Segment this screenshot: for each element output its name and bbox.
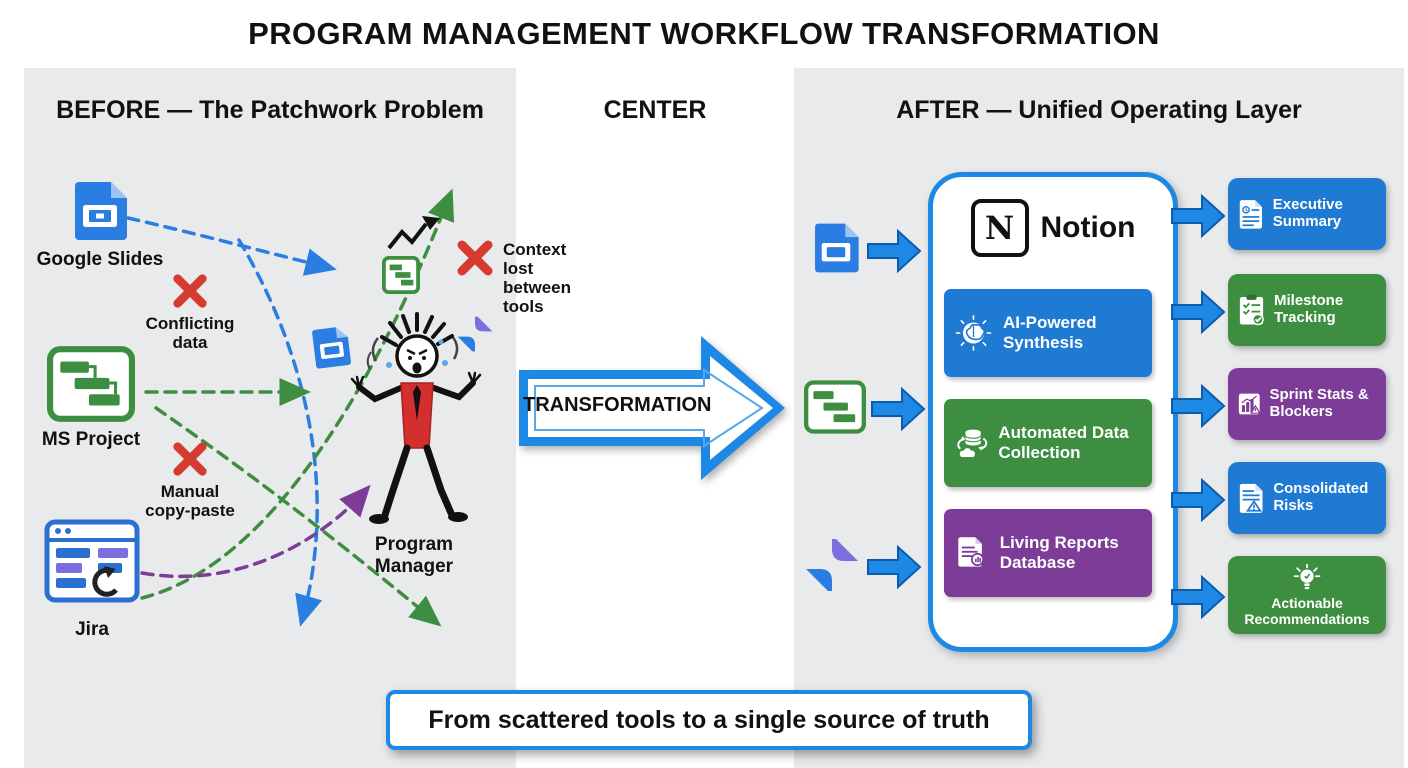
mini-jira-icon bbox=[457, 316, 493, 352]
problem-context-lost: Context lost between tools bbox=[455, 238, 598, 316]
notion-header: N Notion bbox=[933, 199, 1173, 257]
mini-slides-icon bbox=[312, 327, 351, 369]
output-actionable-recommendations: Actionable Recommendations bbox=[1228, 556, 1386, 634]
flow-arrow-icon bbox=[1171, 383, 1226, 429]
capability-living-reports: Living Reports Database bbox=[944, 509, 1152, 597]
output-consolidated-risks: Consolidated Risks bbox=[1228, 462, 1386, 534]
flow-arrow-icon bbox=[1171, 193, 1226, 239]
problem-conflicting-data: Conflicting data bbox=[138, 272, 242, 352]
flow-arrow-icon bbox=[1171, 574, 1226, 620]
problem-manual-copy-paste: Manual copy-paste bbox=[138, 440, 242, 520]
zigzag-arrow-icon bbox=[387, 216, 440, 250]
problem-label: Manual copy-paste bbox=[145, 482, 235, 521]
page-title: PROGRAM MANAGEMENT WORKFLOW TRANSFORMATI… bbox=[248, 16, 1160, 51]
tool-ms-project: MS Project bbox=[30, 346, 152, 451]
output-executive-summary: Executive Summary bbox=[1228, 178, 1386, 250]
google-slides-icon bbox=[75, 182, 127, 240]
jira-icon bbox=[44, 519, 140, 603]
output-label: Milestone Tracking bbox=[1273, 292, 1344, 326]
output-label: Consolidated Risks bbox=[1273, 480, 1369, 514]
flow-arrow-icon bbox=[867, 228, 922, 274]
problem-label: Context lost between tools bbox=[503, 240, 572, 317]
capability-ai-synthesis: AI-Powered Synthesis bbox=[944, 289, 1152, 377]
red-x-icon bbox=[173, 274, 207, 308]
lightbulb-icon bbox=[1293, 563, 1321, 589]
capability-label: Automated Data Collection bbox=[998, 423, 1129, 462]
footer-tagline: From scattered tools to a single source … bbox=[428, 705, 990, 734]
output-label: Sprint Stats & Blockers bbox=[1269, 386, 1369, 420]
brain-icon bbox=[955, 315, 992, 351]
output-label: Executive Summary bbox=[1272, 196, 1343, 230]
summary-doc-icon bbox=[1239, 200, 1263, 229]
center-heading: CENTER bbox=[603, 96, 707, 124]
mini-gantt-icon bbox=[382, 256, 420, 294]
output-milestone-tracking: Milestone Tracking bbox=[1228, 274, 1386, 346]
flow-arrow-icon bbox=[1171, 289, 1226, 335]
red-x-icon bbox=[457, 240, 493, 276]
transformation-arrow bbox=[519, 336, 785, 480]
flow-arrow-icon bbox=[867, 544, 922, 590]
transformation-label: TRANSFORMATION bbox=[523, 394, 712, 416]
red-x-icon bbox=[173, 442, 207, 476]
flow-arrow-icon bbox=[1171, 477, 1226, 523]
risk-doc-icon bbox=[1239, 483, 1263, 513]
notion-hub: N Notion AI-Powered Synthesis bbox=[928, 172, 1178, 652]
capability-label: AI-Powered Synthesis bbox=[1002, 313, 1097, 352]
tool-google-slides: Google Slides bbox=[37, 180, 163, 271]
problem-label: Conflicting data bbox=[145, 314, 235, 353]
notion-logo-icon: N bbox=[970, 199, 1029, 257]
flow-arrow-icon bbox=[871, 386, 926, 432]
sprint-stats-icon bbox=[1238, 393, 1261, 415]
capability-label: Living Reports Database bbox=[999, 533, 1119, 572]
tool-jira: Jira bbox=[38, 514, 146, 641]
before-heading: BEFORE — The Patchwork Problem bbox=[56, 96, 484, 124]
database-sync-icon bbox=[957, 429, 988, 458]
google-slides-icon bbox=[815, 223, 859, 273]
tool-label: MS Project bbox=[41, 429, 141, 450]
report-search-icon bbox=[958, 537, 988, 570]
ms-project-icon bbox=[804, 380, 866, 434]
platform-name: Notion bbox=[1040, 211, 1136, 244]
footer-tagline-box: From scattered tools to a single source … bbox=[386, 690, 1032, 750]
after-heading: AFTER — Unified Operating Layer bbox=[896, 96, 1302, 124]
program-manager-label: Program Manager bbox=[374, 534, 454, 577]
output-label: Actionable Recommendations bbox=[1244, 594, 1370, 627]
checklist-icon bbox=[1239, 294, 1264, 326]
output-sprint-stats: Sprint Stats & Blockers bbox=[1228, 368, 1386, 440]
stressed-person-figure bbox=[350, 312, 482, 524]
tool-label: Google Slides bbox=[36, 249, 164, 270]
notion-letter: N bbox=[984, 209, 1015, 247]
ms-project-icon bbox=[47, 346, 135, 422]
jira-icon bbox=[806, 539, 858, 591]
tool-label: Jira bbox=[75, 619, 109, 640]
capability-automated-data: Automated Data Collection bbox=[944, 399, 1152, 487]
